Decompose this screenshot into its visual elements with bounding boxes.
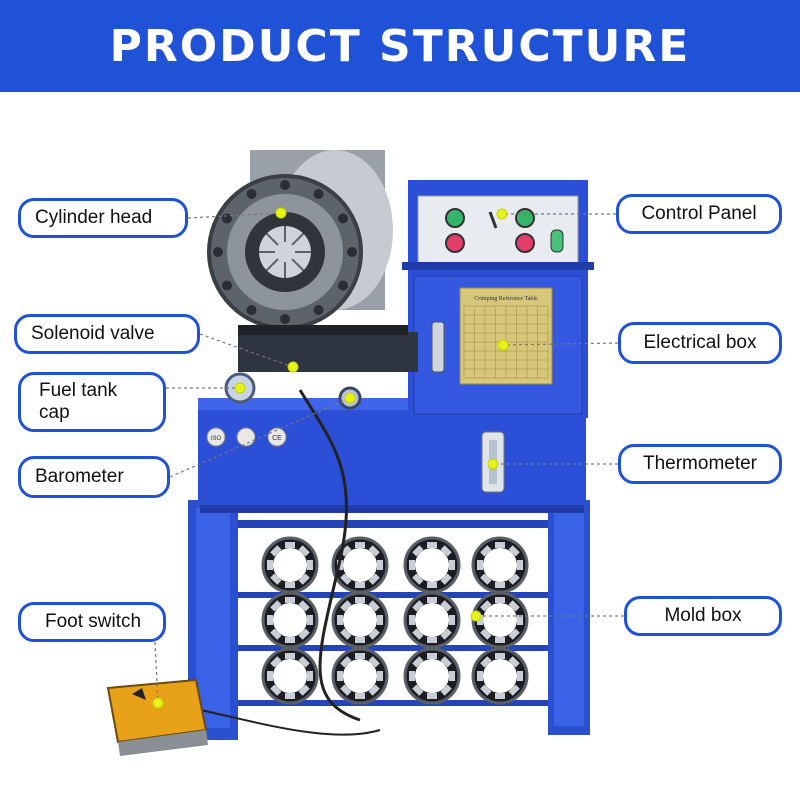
iso-mark-text: ISO: [211, 436, 222, 442]
callout-cylinder-head: Cylinder head: [18, 198, 188, 238]
shelf-2: [238, 645, 548, 651]
hose-cable: [298, 389, 361, 722]
control-panel-face: [417, 195, 579, 269]
callout-label: Electrical box: [643, 332, 757, 354]
marker-dot-icon: [497, 339, 509, 351]
marker-dot-icon: [487, 458, 499, 470]
marker-dot-icon: [275, 207, 287, 219]
bolt-icon: [246, 305, 257, 316]
bolt-icon: [246, 188, 257, 199]
shelf-1: [238, 592, 548, 598]
callout-label: Thermometer: [642, 453, 758, 475]
callout-label: Control Panel: [641, 203, 757, 225]
door-handle-icon: [431, 321, 445, 373]
bolt-icon: [221, 280, 232, 291]
marker-dot-icon: [496, 208, 508, 220]
ce-mark-text: CE: [272, 435, 282, 442]
callout-label: Foot switch: [45, 611, 142, 633]
callout-fuel-tank-cap: Fuel tank cap: [18, 372, 166, 432]
callout-label: Barometer: [35, 466, 124, 488]
mold-rings: [261, 536, 529, 705]
bolt-icon: [338, 280, 349, 291]
marker-dot-icon: [470, 610, 482, 622]
bolt-icon: [280, 180, 290, 190]
leader-line: [199, 333, 294, 368]
callout-label: Fuel tank cap: [39, 380, 118, 423]
indicator-light-icon: [550, 229, 564, 253]
leader-line: [169, 397, 351, 478]
callout-label: Solenoid valve: [31, 323, 155, 345]
green-button-icon: [445, 208, 465, 228]
toggle-switch-icon: [488, 211, 498, 229]
callout-solenoid-valve: Solenoid valve: [14, 314, 200, 354]
callout-label: Mold box: [664, 605, 742, 627]
foot-switch-cable: [199, 709, 381, 736]
cert-seal-icon: [236, 427, 256, 447]
marker-dot-icon: [287, 361, 299, 373]
shelf-3: [238, 700, 548, 706]
cylinder-bolts: [213, 180, 357, 324]
reference-table-title: Crimping Reference Table: [474, 295, 538, 302]
leader-line: [154, 641, 159, 704]
title-banner: PRODUCT STRUCTURE: [0, 0, 800, 92]
page-title: PRODUCT STRUCTURE: [109, 20, 691, 72]
bolt-icon: [338, 213, 349, 224]
iso-mark-icon: [206, 427, 226, 447]
bolt-icon: [313, 188, 324, 199]
marker-dot-icon: [152, 697, 164, 709]
bolt-icon: [347, 247, 357, 257]
callout-control-panel: Control Panel: [616, 194, 782, 234]
bolt-icon: [213, 247, 223, 257]
bolt-icon: [221, 213, 232, 224]
callout-mold-box: Mold box: [624, 596, 782, 636]
callout-electrical-box: Electrical box: [618, 322, 782, 364]
solenoid-valve-block: [238, 332, 418, 372]
warning-triangle-icon: [132, 688, 146, 700]
leader-line: [502, 342, 619, 346]
ce-mark-icon: [267, 427, 287, 447]
red-button-icon: [445, 233, 465, 253]
callout-barometer: Barometer: [18, 456, 170, 498]
marker-dot-icon: [234, 382, 246, 394]
callout-thermometer: Thermometer: [618, 444, 782, 484]
marker-dot-icon: [344, 392, 356, 404]
callout-foot-switch: Foot switch: [18, 602, 166, 642]
green-button-icon: [515, 208, 535, 228]
callout-label: Cylinder head: [35, 207, 153, 229]
red-button-icon: [515, 233, 535, 253]
machine-illustration: ISO CE Crimping Reference Table: [106, 150, 624, 756]
bolt-icon: [280, 314, 290, 324]
bolt-icon: [313, 305, 324, 316]
